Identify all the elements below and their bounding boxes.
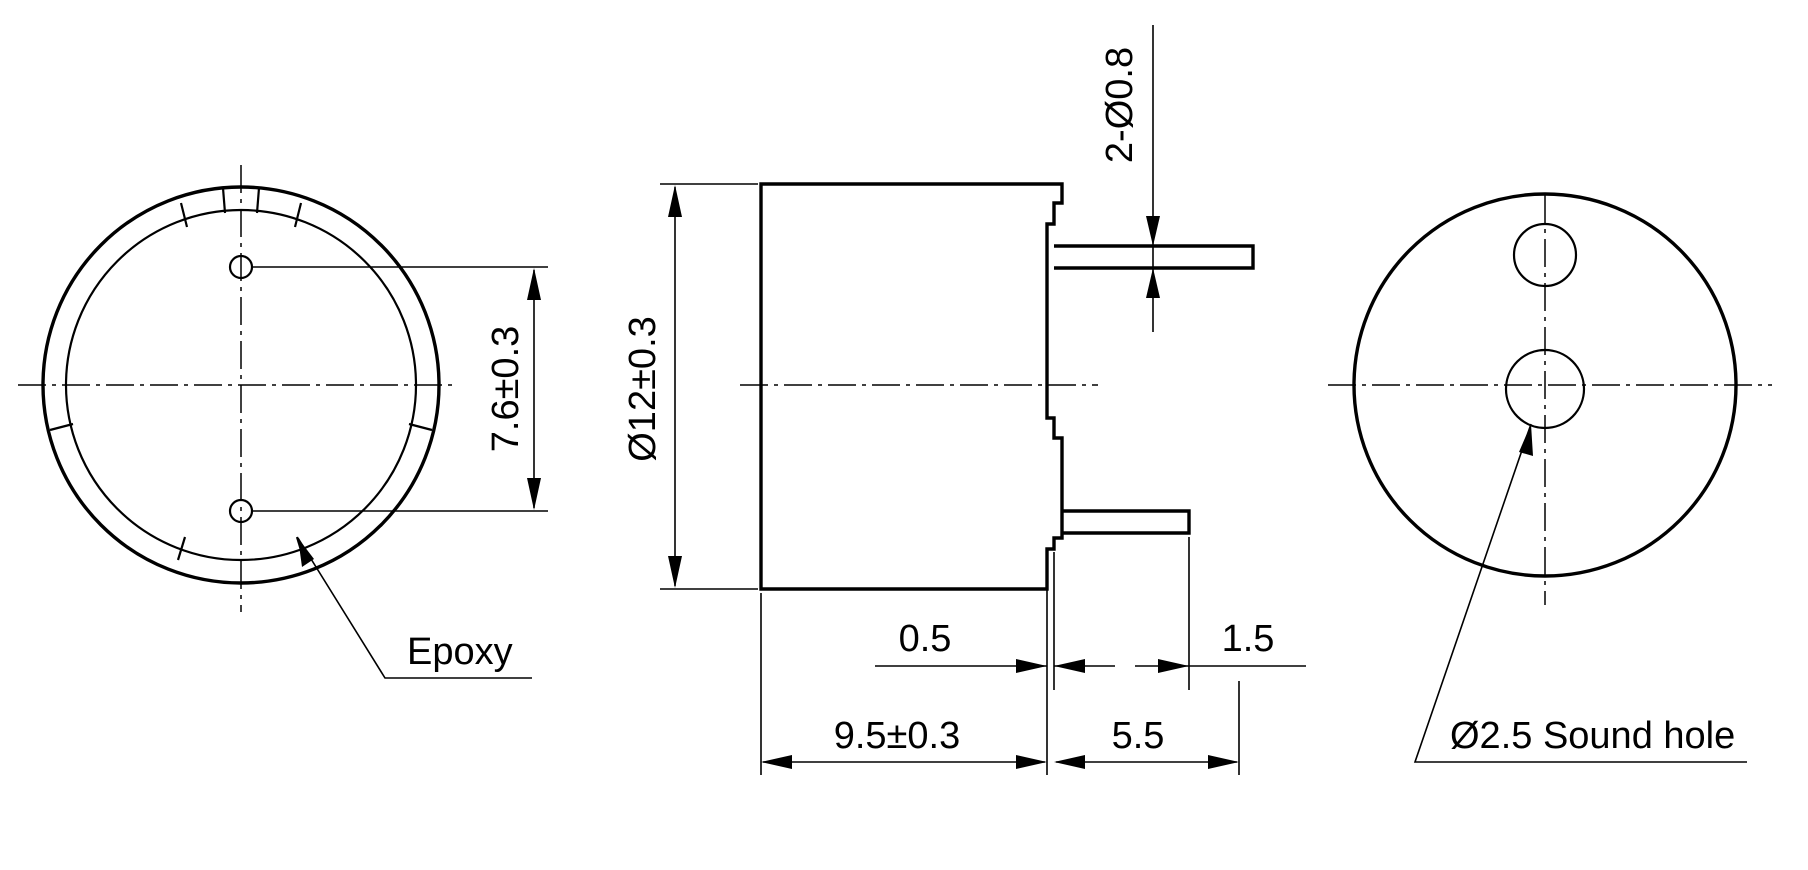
sound-hole	[1504, 348, 1586, 430]
arrowhead	[298, 538, 314, 567]
rim-notch	[176, 536, 187, 561]
arrowhead	[1208, 755, 1239, 769]
offset-label: 0.5	[899, 618, 952, 660]
arrowhead	[1054, 659, 1085, 673]
diameter-label: Ø12±0.3	[622, 316, 664, 462]
rim-notch	[293, 202, 303, 228]
arrowhead	[1016, 755, 1047, 769]
pin-tip-label: 1.5	[1222, 618, 1275, 660]
bottom-view-outer-circle	[41, 185, 441, 585]
epoxy-leader-line	[297, 537, 532, 679]
rim-notch	[408, 422, 433, 432]
top-view-upper-hole	[1512, 222, 1578, 288]
epoxy-label: Epoxy	[407, 631, 513, 673]
arrowhead	[1146, 268, 1160, 298]
height-label: 9.5±0.3	[834, 715, 961, 757]
bottom-view-inner-circle	[64, 208, 418, 562]
pin-length-label: 5.5	[1112, 715, 1165, 757]
arrowhead	[527, 268, 541, 300]
bottom-view: 7.6±0.3 Epoxy	[18, 165, 548, 679]
side-view-body-outline	[759, 182, 1064, 591]
arrowhead	[1519, 424, 1533, 456]
rim-notch	[221, 187, 227, 214]
side-view: Ø12±0.3 2-Ø0.8 0.5 1.5 9.5±0.3 5.5	[622, 25, 1306, 775]
arrowhead	[1146, 216, 1160, 246]
sound-hole-leader-line	[1413, 423, 1747, 763]
sound-hole-label: Ø2.5 Sound hole	[1450, 715, 1735, 757]
arrowhead	[668, 185, 682, 217]
arrowhead	[1158, 659, 1189, 673]
pin-spacing-label: 7.6±0.3	[485, 326, 527, 453]
pin-diameter-label: 2-Ø0.8	[1099, 47, 1141, 163]
arrowhead	[1054, 755, 1085, 769]
rim-notch	[255, 187, 261, 214]
rim-notch	[49, 422, 74, 432]
arrowhead	[1016, 659, 1047, 673]
rim-notch	[179, 202, 189, 228]
arrowhead	[761, 755, 792, 769]
arrowhead	[668, 556, 682, 588]
top-view-outer-circle	[1352, 192, 1738, 578]
arrowhead	[527, 478, 541, 510]
top-view: Ø2.5 Sound hole	[1328, 192, 1772, 763]
short-pin	[1062, 509, 1191, 535]
